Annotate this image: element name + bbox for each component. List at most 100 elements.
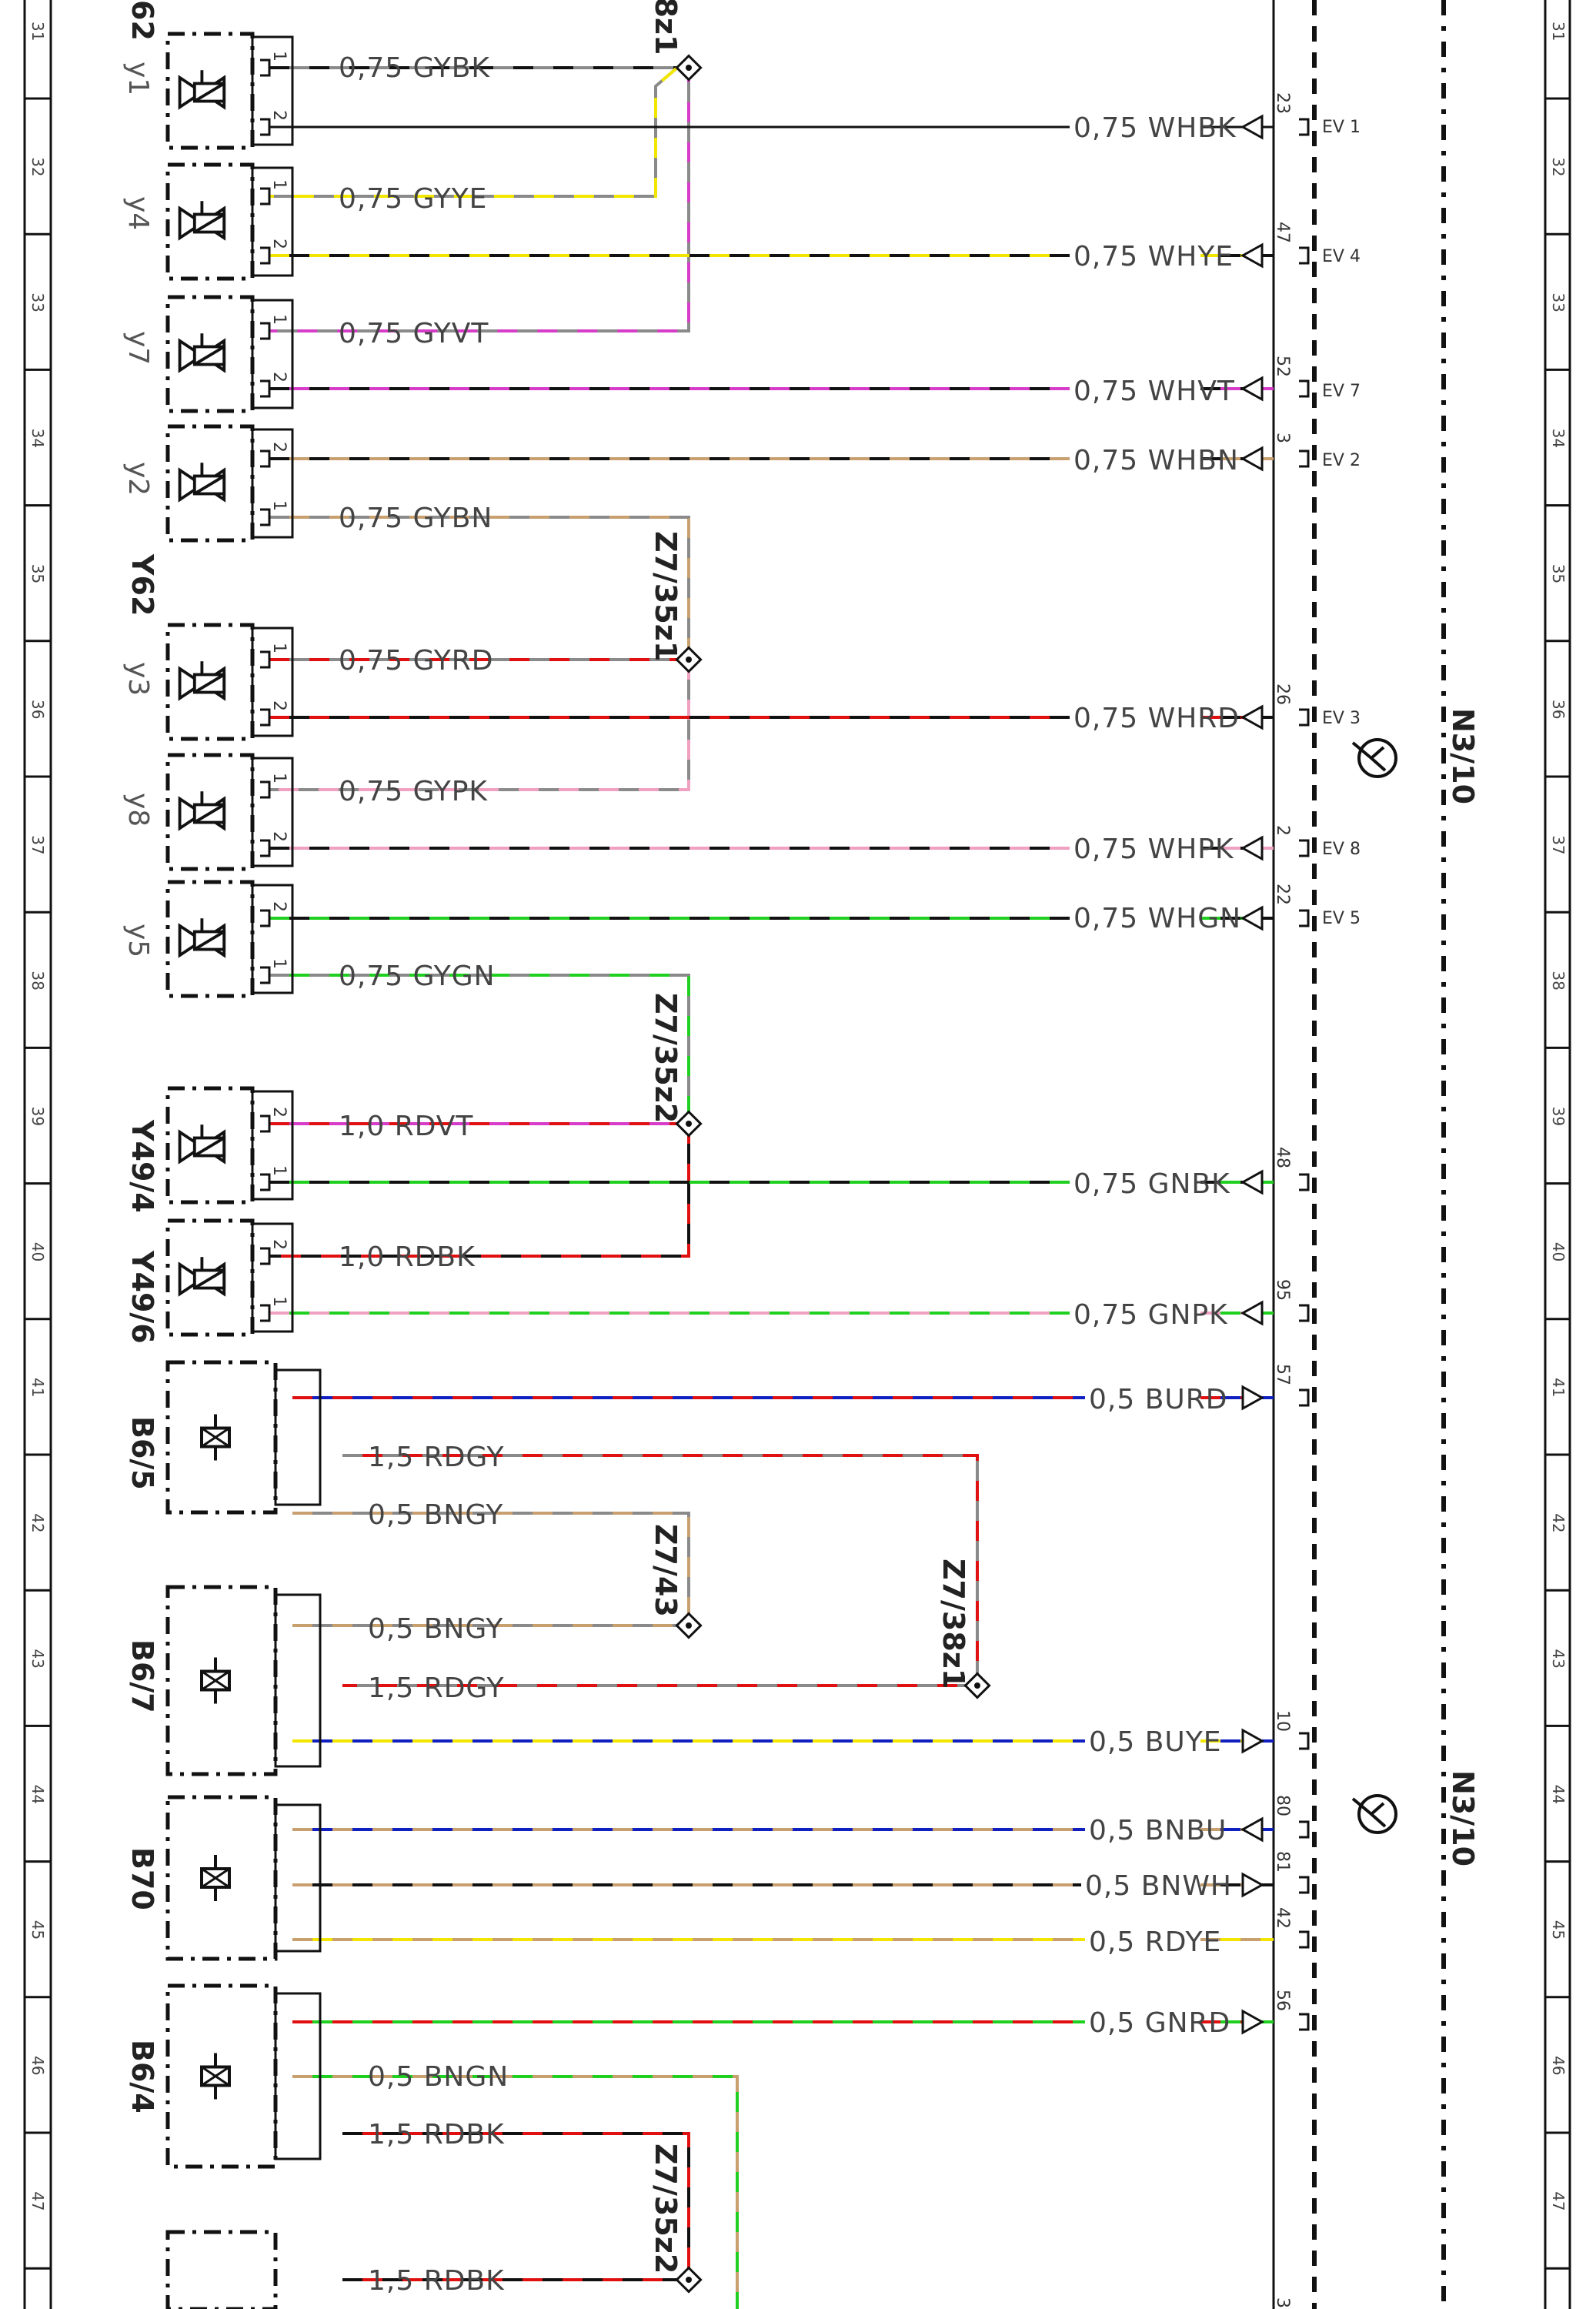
grid-number-right: 33 bbox=[1549, 292, 1568, 312]
component-housing bbox=[165, 162, 255, 281]
wire-stripe bbox=[269, 1124, 690, 1258]
grid-number-right: 32 bbox=[1549, 157, 1568, 176]
ecu-pin-2: 2 bbox=[1273, 825, 1292, 836]
connector-box bbox=[251, 1090, 294, 1201]
wire-label-whbk: 0,75 WHBK bbox=[1073, 112, 1237, 144]
pin-number: 1 bbox=[269, 179, 289, 190]
grid-number-right: 34 bbox=[1549, 429, 1568, 448]
wire-stripe bbox=[269, 660, 690, 791]
grid-number-right: 38 bbox=[1549, 971, 1568, 990]
ecu-arrow bbox=[1240, 114, 1264, 140]
ecu-pin-terminal bbox=[1299, 1820, 1310, 1839]
label-y2: y2 bbox=[122, 462, 154, 496]
ecu-arrow bbox=[1240, 1169, 1264, 1195]
sensor-icon bbox=[200, 1414, 231, 1461]
grid-number-right: 46 bbox=[1549, 2056, 1568, 2075]
component-housing bbox=[165, 1086, 255, 1205]
ecu-arrow bbox=[1240, 446, 1264, 472]
ecu-pin-23: 23 bbox=[1273, 92, 1292, 114]
pin-number: 2 bbox=[269, 372, 289, 383]
ecu-pin-terminal bbox=[1299, 2013, 1310, 2031]
ecu-arrow bbox=[1240, 1816, 1264, 1843]
pin-terminal bbox=[260, 379, 271, 398]
wire-segment bbox=[342, 2132, 690, 2280]
pin-number: 1 bbox=[269, 51, 289, 62]
solenoid-valve-icon bbox=[178, 1255, 226, 1296]
wire-label-gybn: 0,75 GYBN bbox=[339, 503, 492, 534]
pin-number: 1 bbox=[269, 773, 289, 784]
ecu-arrow bbox=[1241, 1872, 1265, 1898]
pin-number: 2 bbox=[269, 1239, 289, 1250]
ecu-arrow bbox=[1240, 242, 1264, 269]
ecu-pin-terminal bbox=[1299, 246, 1310, 265]
splice-dot bbox=[686, 65, 692, 71]
ecu-pin-terminal bbox=[1299, 839, 1310, 857]
grid-number-left: 46 bbox=[28, 2056, 47, 2075]
label-b6-7: B6/7 bbox=[125, 1639, 159, 1713]
ecu-pin-22: 22 bbox=[1273, 884, 1292, 905]
label-b70: B70 bbox=[125, 1847, 159, 1910]
grid-number-right: 41 bbox=[1549, 1378, 1568, 1397]
grid-number-right: 31 bbox=[1549, 22, 1568, 41]
wire-segment bbox=[269, 974, 690, 1124]
ecu-transistor-icon bbox=[1357, 738, 1397, 778]
component-housing-partial bbox=[165, 2230, 278, 2309]
pin-terminal bbox=[260, 839, 271, 857]
grid-number-left: 47 bbox=[28, 2191, 47, 2210]
sensor-icon bbox=[200, 1657, 231, 1704]
grid-number-left: 37 bbox=[28, 835, 47, 854]
wire-label-bnwh: 0,5 BNWH bbox=[1085, 1870, 1232, 1902]
grid-number-left: 32 bbox=[28, 157, 47, 176]
connector-box bbox=[251, 627, 294, 737]
ecu-pin-terminal bbox=[1299, 1732, 1310, 1750]
grid-number-left: 43 bbox=[28, 1649, 47, 1668]
wire-stripe bbox=[269, 66, 679, 198]
grid-number-right: 35 bbox=[1549, 564, 1568, 583]
ecu-pin-47: 47 bbox=[1273, 222, 1292, 243]
label-y8: y8 bbox=[122, 793, 154, 827]
grid-number-left: 36 bbox=[28, 700, 47, 719]
ecu-pin-56: 56 bbox=[1273, 1990, 1292, 2011]
sensor-icon bbox=[200, 1855, 231, 1901]
grid-number-right: 39 bbox=[1549, 1107, 1568, 1126]
splice-label-z7-35z2-b: Z7/35z2 bbox=[649, 2144, 683, 2274]
wire-label-whpk: 0,75 WHPK bbox=[1073, 834, 1234, 865]
pin-terminal bbox=[260, 508, 271, 526]
pin-terminal bbox=[260, 118, 271, 136]
wire-label-buye: 0,5 BUYE bbox=[1089, 1726, 1221, 1758]
sensor-icon bbox=[200, 2053, 231, 2100]
grid-number-left: 33 bbox=[28, 292, 47, 312]
ecu-pin-48: 48 bbox=[1273, 1147, 1292, 1168]
pin-number: 1 bbox=[269, 1165, 289, 1176]
splice-dot bbox=[686, 1622, 692, 1629]
ecu-arrow bbox=[1240, 905, 1264, 931]
ecu-transistor-icon bbox=[1357, 1794, 1397, 1834]
ecu-pin-26: 26 bbox=[1273, 683, 1292, 705]
label-y49-4: Y49/4 bbox=[125, 1119, 159, 1213]
splice-label-z7-38z1: Z7/38z1 bbox=[937, 1559, 970, 1689]
splice-label-38z1: 38z1 bbox=[649, 0, 683, 55]
label-n3-10-b: N3/10 bbox=[1446, 1770, 1480, 1866]
grid-number-right: 47 bbox=[1549, 2191, 1568, 2210]
wire-label-gybk: 0,75 GYBK bbox=[339, 52, 490, 84]
connector-box bbox=[274, 1593, 322, 1768]
ecu-pin-terminal bbox=[1299, 1930, 1310, 1949]
connector-box bbox=[251, 884, 294, 994]
pin-terminal bbox=[260, 780, 271, 799]
label-y62-top: 62 bbox=[125, 0, 159, 41]
pin-terminal bbox=[260, 1304, 271, 1322]
grid-number-right: 42 bbox=[1549, 1513, 1568, 1532]
grid-number-left: 42 bbox=[28, 1513, 47, 1532]
connector-box bbox=[274, 1803, 322, 1953]
pin-terminal bbox=[260, 1173, 271, 1191]
splice-dot bbox=[686, 657, 692, 663]
splice-dot bbox=[974, 1682, 980, 1689]
solenoid-valve-icon bbox=[178, 461, 226, 502]
label-y7: y7 bbox=[122, 331, 154, 365]
solenoid-valve-icon bbox=[178, 917, 226, 957]
pin-number: 2 bbox=[269, 239, 289, 249]
ecu-pin-81: 81 bbox=[1273, 1851, 1292, 1873]
pin-terminal bbox=[260, 322, 271, 340]
